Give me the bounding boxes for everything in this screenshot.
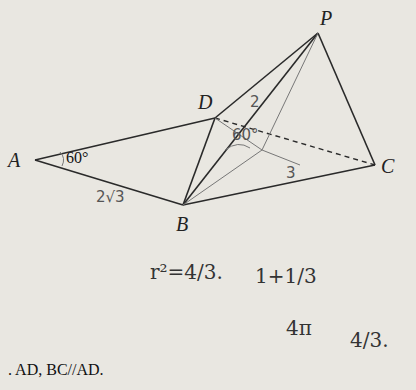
point-label: B: [176, 214, 188, 234]
note-text: 1+1/3: [255, 266, 317, 286]
pencil-line: [183, 150, 262, 205]
point-label: A: [8, 150, 20, 170]
edge-ab: [35, 160, 183, 205]
angle-arc: [60, 152, 64, 166]
edge-pc: [318, 33, 375, 165]
pencil-line: [262, 33, 318, 150]
pencil-line: [215, 118, 262, 150]
edge-bp: [183, 33, 318, 205]
angle-label: 60°: [232, 128, 259, 143]
note-text: 4π: [286, 318, 312, 338]
angle-label: 60°: [66, 150, 88, 166]
point-label: D: [198, 92, 212, 112]
edge-dp: [215, 33, 318, 118]
point-label: C: [381, 156, 394, 176]
note-text: r²=4/3.: [150, 262, 223, 282]
length-label: 2: [250, 95, 260, 110]
angle-arc: [225, 144, 250, 150]
length-label: 2√3: [96, 190, 125, 205]
pencil-line: [262, 150, 300, 165]
edge-dc-hidden: [215, 118, 375, 165]
problem-text: . AD, BC//AD.: [8, 362, 104, 378]
point-label: P: [320, 8, 332, 28]
edge-bd: [183, 118, 215, 205]
length-label: 3: [286, 166, 296, 181]
note-text: 4/3.: [350, 330, 389, 350]
